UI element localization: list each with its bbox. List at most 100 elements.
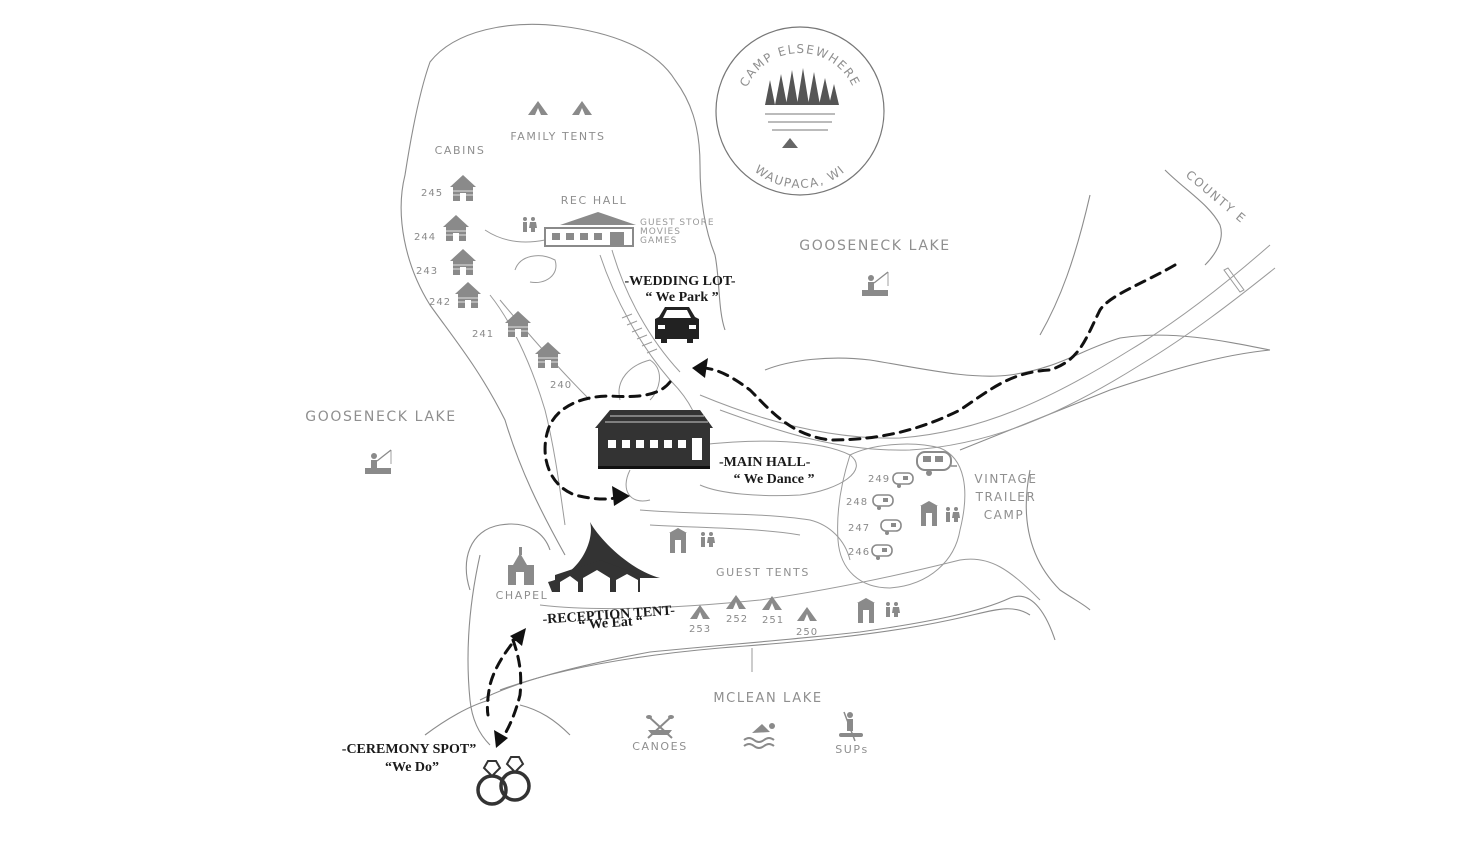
- cabin-icon: [449, 248, 477, 276]
- parking-stripes: [621, 313, 658, 354]
- east-shore: [764, 334, 1271, 377]
- cabin-path: [484, 229, 566, 526]
- west-coast: [467, 554, 491, 746]
- wedding-lot-sub: “ We Park ”: [645, 290, 718, 305]
- restroom-icon: [701, 532, 715, 547]
- cabin-icon: [442, 214, 470, 242]
- bathhouse-icon: [857, 598, 875, 623]
- route-tent-ceremony: [485, 630, 524, 717]
- arrow-to-ceremony: [494, 730, 508, 748]
- cabins-label: CABINS: [435, 144, 486, 157]
- tent-icon: [572, 101, 592, 115]
- pine-trees-icon: [765, 68, 839, 105]
- west-shore: [465, 523, 551, 591]
- cabin-icon: [454, 281, 482, 309]
- trailer-icon: [872, 494, 894, 511]
- arrow-to-parking: [692, 358, 708, 378]
- cabin-number: 244: [414, 232, 436, 243]
- trailer-number: 247: [848, 523, 870, 534]
- rec-hall-note-movies: MOVIES: [640, 227, 681, 237]
- route-tent-ceremony-2: [498, 638, 523, 744]
- ceremony-spot-label: -CEREMONY SPOT”: [342, 742, 476, 757]
- restroom-icon: [886, 602, 900, 617]
- main-hall-label: -MAIN HALL-: [719, 455, 811, 470]
- tent-icon: [797, 607, 817, 621]
- cabin-number: 245: [421, 188, 443, 199]
- trailer-icon: [892, 472, 914, 489]
- bay-shore: [1025, 469, 1091, 611]
- county-road-2: [719, 267, 1276, 451]
- camp-road-2: [611, 249, 681, 373]
- east-ridge: [1039, 194, 1091, 336]
- hall-drive-2: [625, 469, 651, 502]
- arrow-to-tent: [510, 628, 526, 646]
- guest-tents-label: GUEST TENTS: [716, 566, 810, 579]
- south-shore: [479, 595, 1056, 701]
- bay-shore-2: [959, 349, 1271, 451]
- rec-hall-icon: [544, 212, 636, 247]
- cabin-number: 242: [429, 297, 451, 308]
- wedding-lot-label: -WEDDING LOT-: [624, 274, 735, 289]
- reception-tent-icon: [548, 522, 660, 592]
- arrow-to-hall: [612, 486, 630, 506]
- south-shore-inner: [499, 608, 1031, 691]
- tent-number: 253: [689, 624, 711, 635]
- rec-hall-note-store: GUEST STORE: [640, 218, 715, 228]
- canoes-label: CANOES: [632, 740, 688, 753]
- mclean-lake-label: MCLEAN LAKE: [713, 691, 822, 706]
- main-hall-sub: “ We Dance ”: [733, 472, 814, 487]
- bathhouse-icon: [920, 501, 938, 526]
- vintage-label-3: CAMP: [984, 508, 1025, 522]
- bathhouse-icon: [669, 528, 687, 553]
- county-e-stub: [1223, 267, 1245, 293]
- main-hall-icon: [595, 410, 713, 469]
- restroom-icon: [946, 507, 960, 522]
- camp-logo: CAMP ELSEWHERE WAUPACA, WI: [715, 26, 885, 196]
- large-trailer-icon: [916, 451, 957, 476]
- guest-road: [639, 509, 851, 561]
- vintage-label-2: TRAILER: [975, 490, 1037, 504]
- car-icon: [655, 307, 699, 343]
- trailer-loop: [837, 443, 966, 589]
- cabin-number: 240: [550, 380, 572, 391]
- vintage-label-1: VINTAGE: [974, 472, 1037, 486]
- ceremony-spot-sub: “We Do”: [385, 760, 439, 775]
- chapel-icon: [508, 547, 534, 585]
- tent-icon: [690, 605, 710, 619]
- route-main: [700, 263, 1177, 442]
- family-tents-label: FAMILY TENTS: [510, 130, 605, 143]
- tent-icon: [528, 101, 548, 115]
- tent-number: 251: [762, 615, 784, 626]
- restroom-icon: [523, 217, 537, 232]
- trailer-number: 246: [848, 547, 870, 558]
- trailer-icon: [880, 519, 902, 536]
- county-road-label: COUNTY E: [1183, 168, 1249, 227]
- chapel-label: CHAPEL: [496, 589, 549, 602]
- trailer-number: 248: [846, 497, 868, 508]
- cabin-number: 241: [472, 329, 494, 340]
- guest-road-2: [649, 524, 801, 536]
- gooseneck-lake-west-label: GOOSENECK LAKE: [305, 409, 456, 425]
- trailer-icon: [871, 544, 893, 561]
- county-road: [699, 244, 1271, 439]
- south-road: [539, 558, 1041, 610]
- rings-icon: [476, 756, 531, 806]
- tent-number: 250: [796, 627, 818, 638]
- paddleboard-icon: [839, 711, 863, 742]
- cabin-icon: [504, 310, 532, 338]
- canoe-icon: [646, 715, 674, 739]
- reception-tent-sub: “ We Eat “: [578, 614, 644, 633]
- loop-road: [699, 440, 857, 497]
- gooseneck-lake-east-label: GOOSENECK LAKE: [799, 238, 950, 254]
- tent-icon: [762, 596, 782, 610]
- cabin-number: 243: [416, 266, 438, 277]
- rec-hall-label: REC HALL: [561, 194, 628, 207]
- peninsula-outline: [400, 23, 726, 556]
- southwest-land: [424, 699, 571, 736]
- sups-label: SUPs: [835, 743, 869, 756]
- route-lot-to-hall: [543, 380, 672, 501]
- fisherman-icon: [862, 271, 889, 296]
- lake-lines-icon: [765, 113, 835, 131]
- far-east: [1164, 169, 1222, 266]
